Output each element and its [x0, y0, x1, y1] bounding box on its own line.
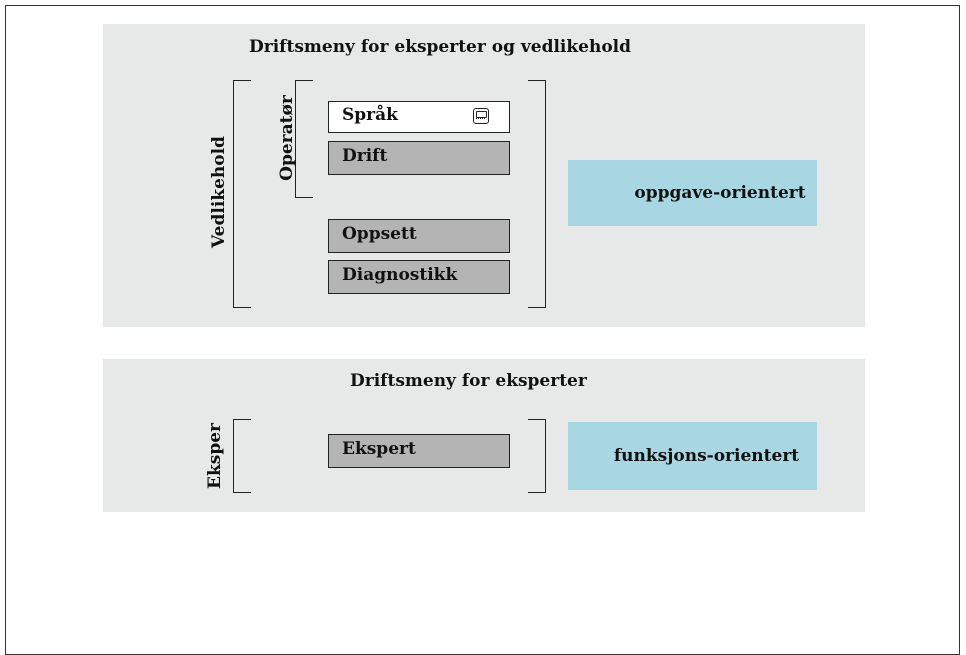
panel-title: Driftsmeny for eksperter og vedlikehold: [249, 37, 632, 57]
menu-item-expert-label: Ekspert: [342, 439, 416, 459]
panel-title: Driftsmeny for eksperter: [350, 371, 587, 391]
menu-item-setup[interactable]: Oppsett: [328, 219, 510, 253]
menu-right-bracket: [528, 80, 546, 308]
maintenance-bracket: [233, 80, 251, 308]
task-oriented-tag: oppgave-orientert: [568, 160, 817, 226]
menu-item-language-label: Språk: [342, 105, 398, 125]
expert-right-bracket: [528, 419, 546, 493]
expert-maintenance-panel: Driftsmeny for eksperter og vedlikehold …: [103, 24, 865, 327]
operator-label: Operatør: [277, 95, 297, 181]
function-oriented-tag: funksjons-orientert: [568, 422, 817, 490]
operator-bracket: [295, 80, 313, 198]
display-module-icon: [473, 108, 489, 124]
menu-item-operation-label: Drift: [342, 146, 388, 166]
menu-item-expert[interactable]: Ekspert: [328, 434, 510, 468]
menu-item-operation[interactable]: Drift: [328, 141, 510, 175]
menu-item-diagnostics[interactable]: Diagnostikk: [328, 260, 510, 294]
expert-bracket: [233, 419, 251, 493]
menu-item-language[interactable]: Språk: [328, 101, 510, 133]
expert-panel: Driftsmeny for eksperter Eksper Ekspert …: [103, 359, 865, 512]
menu-item-diagnostics-label: Diagnostikk: [342, 265, 458, 285]
expert-label: Eksper: [205, 423, 225, 489]
maintenance-label: Vedlikehold: [209, 136, 229, 248]
menu-item-setup-label: Oppsett: [342, 224, 417, 244]
